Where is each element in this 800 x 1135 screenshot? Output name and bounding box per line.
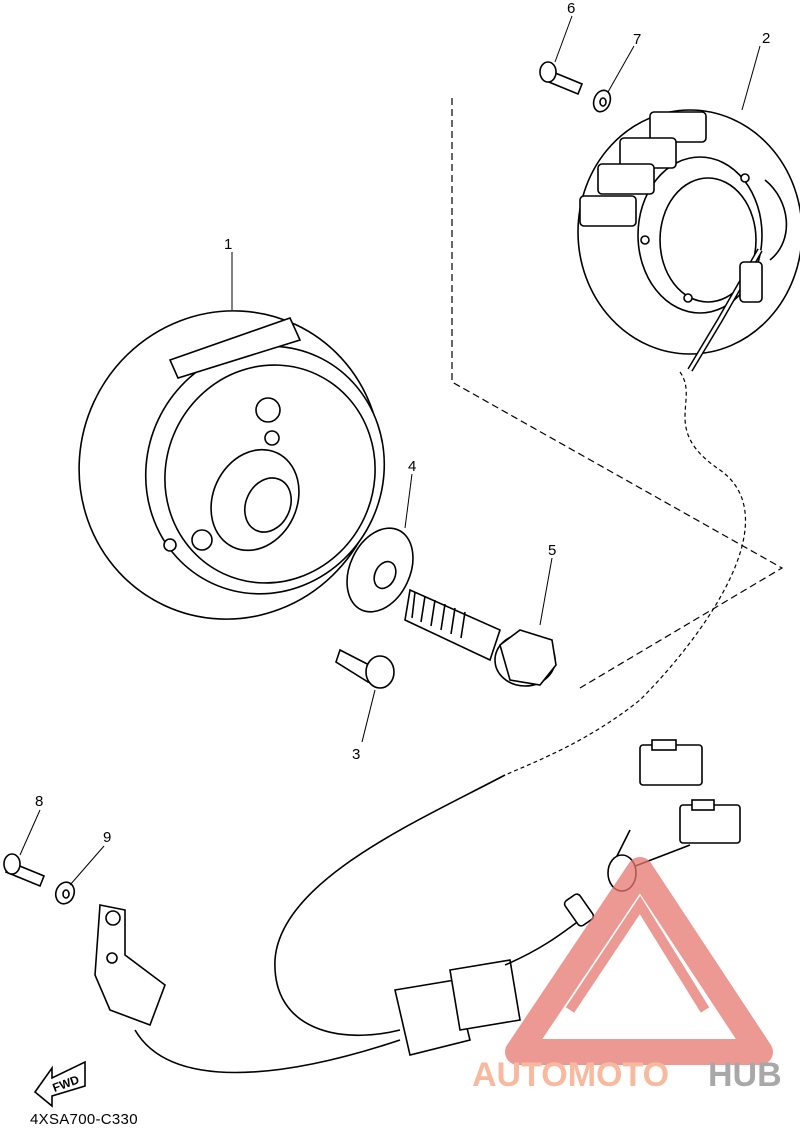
screw (335, 648, 395, 689)
callout-5: 5 (548, 542, 556, 559)
pickup-coil-harness (94, 739, 741, 1074)
stator-assembly (577, 109, 800, 372)
flywheel-rotor (78, 310, 386, 620)
callout-8: 8 (35, 793, 43, 810)
washer-9 (54, 881, 76, 905)
callout-4: 4 (408, 458, 416, 475)
watermark-part1: AUTOMOTO (472, 1056, 669, 1094)
callout-7: 7 (633, 31, 641, 48)
bolt (404, 588, 557, 687)
callout-6: 6 (567, 0, 575, 17)
fwd-arrow-icon: FWD (33, 1060, 86, 1108)
watermark-part2: HUB (708, 1056, 782, 1094)
callout-3: 3 (352, 746, 360, 763)
diagram-code: 4XSA700-C330 (30, 1111, 138, 1128)
wire-route (504, 371, 746, 776)
automotohub-logo: AUTOMOTO HUB (472, 857, 782, 1094)
reference-outline (451, 98, 784, 689)
screw-8 (3, 853, 46, 888)
callout-9: 9 (103, 829, 111, 846)
callout-2: 2 (762, 30, 770, 47)
screw-6 (539, 61, 584, 96)
washer (346, 527, 414, 613)
washer-7 (592, 89, 612, 113)
callout-1: 1 (224, 236, 232, 253)
leader-lines (19, 15, 761, 886)
